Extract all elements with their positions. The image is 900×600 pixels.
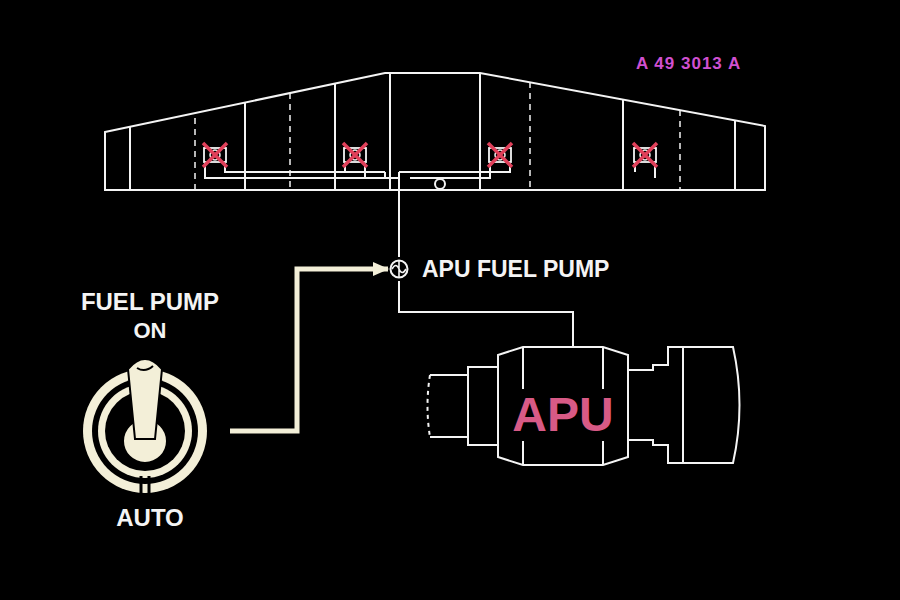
switch-position: ON xyxy=(134,318,167,344)
switch-position: AUTO xyxy=(116,504,184,532)
pump-label: APU FUEL PUMP xyxy=(422,257,609,281)
fuel-line xyxy=(230,269,388,431)
switch-title: FUEL PUMP xyxy=(81,288,219,316)
figure-number: A 49 3013 A xyxy=(636,54,741,74)
apu-label: APU xyxy=(508,389,617,441)
apu-engine: APU xyxy=(428,345,748,470)
fuel-line xyxy=(399,281,573,347)
pump-circle xyxy=(388,258,410,280)
toggle-switch: FUEL PUMPON AUTO xyxy=(70,288,230,532)
pump-symbol: APU FUEL PUMP xyxy=(388,257,609,281)
